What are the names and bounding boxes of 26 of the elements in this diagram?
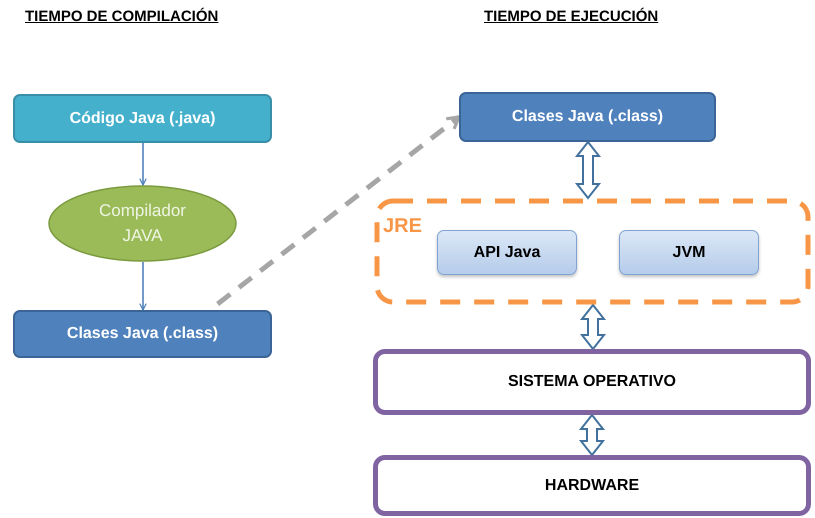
node-label: Código Java (.java) — [70, 108, 216, 129]
process-box — [13, 310, 272, 358]
group-box — [374, 198, 811, 305]
section-heading: TIEMPO DE EJECUCIÓN — [484, 8, 658, 25]
double-arrow — [574, 140, 602, 200]
node-label: HARDWARE — [544, 476, 640, 496]
layer-box — [373, 349, 811, 415]
layer-box — [373, 455, 811, 516]
double-arrow — [580, 303, 606, 351]
node-label: SISTEMA OPERATIVO — [508, 372, 676, 392]
process-box — [459, 92, 716, 142]
node-label: Compilador JAVA — [98, 200, 187, 246]
node-label: JVM — [672, 242, 706, 263]
double-arrow — [578, 413, 606, 457]
node-label: Clases Java (.class) — [66, 324, 218, 344]
node-label: API Java — [474, 242, 540, 263]
arrow — [216, 115, 461, 306]
section-heading: TIEMPO DE COMPILACIÓN — [25, 8, 218, 25]
process-ellipse — [48, 185, 237, 262]
arrow — [139, 143, 147, 186]
component-box — [619, 230, 759, 275]
node-label: Clases Java (.class) — [512, 107, 664, 128]
arrow — [139, 262, 147, 311]
process-box — [13, 94, 272, 143]
group-label: JRE — [383, 215, 422, 238]
component-box — [437, 230, 577, 275]
